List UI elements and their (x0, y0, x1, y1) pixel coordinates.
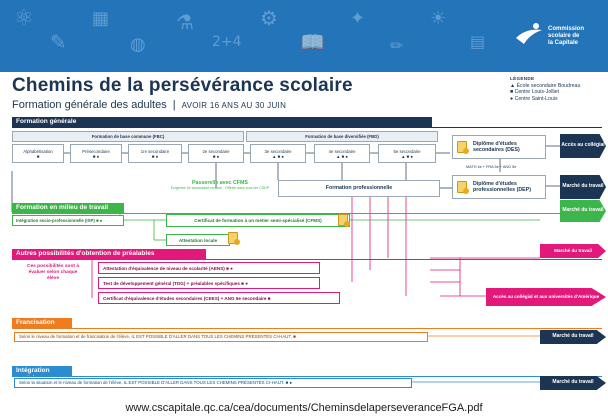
francisation-note: Selon le niveau de formation et de franc… (14, 332, 428, 342)
level-alphabetisation: Alphabétisation■ (12, 144, 64, 163)
isp-box: Intégration socio-professionnelle (ISP) … (12, 215, 124, 226)
section-integration-sociale: Intégration sociale (12, 366, 72, 382)
dep-label-1: Diplôme d'études (473, 181, 517, 187)
marche-travail-arrow-fmt: Marché du travail (560, 200, 606, 222)
cfms-box: Certificat de formation à un métier semi… (166, 214, 350, 227)
legend-item-boudreau: ▲ École secondaire Boudreau (510, 82, 581, 89)
legend: LÉGENDE ▲ École secondaire Boudreau ■ Ce… (510, 76, 580, 102)
des-label-2: secondaires (DES) (473, 147, 520, 153)
section-francisation: Francisation (12, 318, 72, 328)
level-3e-secondaire: 3e secondaire▲ ■ ● (250, 144, 306, 163)
legend-item-louis-jolliet: ■ Centre Louis-Jolliet (510, 89, 559, 96)
math-requirement: MATH 4e + FRA 5e + ANG 5e (466, 165, 517, 169)
marche-travail-arrow-fg: Marché du travail (560, 175, 606, 199)
section-rule (12, 127, 602, 128)
logo-swoosh-icon (516, 23, 542, 44)
page-title: Chemins de la persévérance scolaire (12, 75, 353, 96)
footer-url[interactable]: www.cscapitale.qc.ca/cea/documents/Chemi… (125, 402, 483, 414)
section-rule-green (12, 213, 602, 214)
diploma-icon (457, 141, 469, 154)
integration-note: Selon la situation et le niveau de forma… (14, 378, 412, 388)
section-rule-orange (12, 328, 602, 329)
ruler-icon: ▤ (470, 32, 486, 51)
subtitle-text: Formation générale des adultes (12, 99, 167, 111)
tdg-box: Test de développement général (TDG) + pr… (98, 277, 320, 289)
section-formation-generale: Formation générale (12, 117, 432, 127)
logo-line-1: Commission (548, 26, 585, 32)
age-requirement: AVOIR 16 ANS AU 30 JUIN (181, 101, 287, 110)
diploma-icon (457, 181, 469, 194)
page-subtitle: Formation générale des adultes|AVOIR 16 … (12, 99, 287, 111)
marche-travail-arrow-integration: Marché du travail (540, 376, 606, 390)
atom-icon: ⚛ (14, 6, 34, 31)
acces-universites-arrow: Accès au collégial et aux universités d'… (486, 288, 606, 306)
acces-college-arrow: Accès au collégial (560, 134, 606, 158)
section-rule-magenta (12, 259, 602, 260)
marche-travail-arrow-francisation: Marché du travail (540, 330, 606, 344)
level-presecondaire: Présecondaire■ ● (70, 144, 122, 163)
star-icon: ✦ (350, 8, 366, 29)
legend-title: LÉGENDE (510, 76, 535, 81)
des-label-1: Diplôme d'études (473, 141, 517, 147)
cscapitale-logo: Commission scolaire de la Capitale (514, 14, 600, 58)
logo-line-3: la Capitale (548, 40, 579, 46)
level-2e-secondaire: 2e secondaire■ ● (188, 144, 244, 163)
fbc-header: Formation de base commune (FBC) (12, 131, 244, 142)
evaluation-note: Ces possibilités sont à évaluer selon ch… (27, 264, 79, 281)
reader-icon: ✎ (50, 30, 67, 54)
certificate-icon (228, 232, 240, 245)
section-rule-blue (12, 376, 602, 377)
certificate-icon (338, 214, 350, 227)
legend-item-saint-louis: ● Centre Saint-Louis (510, 95, 558, 102)
marche-travail-arrow-autres: Marché du travail (540, 244, 606, 258)
globe-icon: ◍ (130, 34, 146, 55)
gear-icon: ⚙ (260, 6, 278, 30)
pencil-icon: ✏ (390, 36, 404, 55)
fbd-header: Formation de base diversifiée (FBD) (246, 131, 438, 142)
passerelle-cfms: Passerelle avec CFMS (192, 180, 248, 186)
attestation-locale-box: Attestation locale (166, 234, 230, 246)
cees-box: Certificat d'équivalence d'études second… (98, 292, 340, 304)
dep-label-2: professionnelles (DEP) (473, 187, 531, 193)
lightbulb-icon: ☀ (430, 8, 447, 29)
logo-line-2: scolaire de (548, 33, 580, 39)
header-banner: ⚛ ✎ ▦ ◍ ⚗ 2+4 ⚙ 📖 ✦ ✏ ☀ ▤ Commission sco… (0, 0, 608, 72)
level-5e-secondaire: 5e secondaire▲ ■ ● (378, 144, 436, 163)
formation-professionnelle-box: Formation professionnelle (278, 180, 440, 197)
calculator-icon: ▦ (92, 8, 110, 29)
formula-doodle: 2+4 (212, 34, 242, 50)
aens-box: Attestation d'équivalence de niveau de s… (98, 262, 320, 274)
passerelle-note: Exigence 2e secondaire réussie · Offerte… (170, 186, 270, 190)
book-icon: 📖 (300, 30, 325, 54)
flask-icon: ⚗ (176, 10, 194, 34)
section-formation-milieu-travail: Formation en milieu de travail (12, 203, 124, 213)
section-autres-possibilites: Autres possibilités d'obtention de préal… (12, 249, 206, 259)
level-1re-secondaire: 1re secondaire■ ● (128, 144, 182, 163)
level-4e-secondaire: 4e secondaire▲ ■ ● (314, 144, 370, 163)
